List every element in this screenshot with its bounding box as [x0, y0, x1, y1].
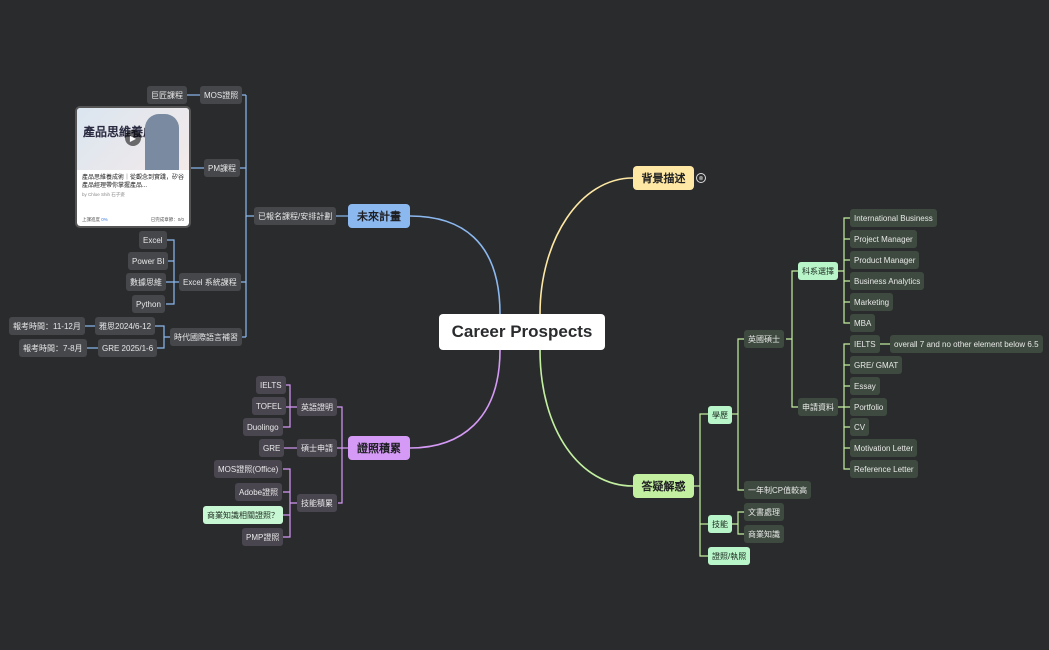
topic-business-knowledge[interactable]: 商業知識: [744, 525, 784, 543]
progress-label: 上課進度: [82, 217, 100, 222]
course-footer: 上課進度 0% 已完成章節：0/0: [82, 217, 184, 223]
topic-language-school[interactable]: 時代國際語言補習: [170, 328, 242, 346]
instructor-photo: [145, 114, 179, 170]
topic-gre-gmat[interactable]: GRE/ GMAT: [850, 356, 903, 374]
topic-business-cert[interactable]: 商業知識相關證照？: [203, 506, 283, 524]
topic-duolingo[interactable]: Duolingo: [243, 418, 283, 436]
topic-qa[interactable]: 答疑解惑: [633, 474, 694, 498]
topic-document-processing[interactable]: 文書處理: [744, 503, 784, 521]
topic-gre-exam-time[interactable]: 報考時間：7-8月: [19, 339, 87, 357]
topic-portfolio[interactable]: Portfolio: [850, 398, 888, 416]
topic-ielts-exam-time[interactable]: 報考時間：11-12月: [9, 317, 85, 335]
topic-mos-course[interactable]: 巨匠課程: [147, 86, 187, 104]
topic-skills[interactable]: 技能: [708, 515, 732, 533]
topic-marketing[interactable]: Marketing: [850, 293, 894, 311]
topic-essay[interactable]: Essay: [850, 377, 880, 395]
topic-ielts-requirement[interactable]: IELTS: [850, 335, 880, 353]
collapsed-count-icon[interactable]: ⊗: [696, 173, 706, 183]
topic-skills-accumulation[interactable]: 技能積累: [297, 494, 337, 512]
course-author: by Chloe Shih 石子姿: [82, 192, 125, 197]
topic-ielts-plan[interactable]: 雅思2024/6-12: [95, 317, 156, 335]
topic-mos[interactable]: MOS證照: [200, 86, 243, 104]
topic-adobe[interactable]: Adobe證照: [235, 483, 283, 501]
topic-excel-course[interactable]: Excel 系統課程: [179, 273, 241, 291]
topic-pmp[interactable]: PMP證照: [242, 528, 284, 546]
topic-application-materials[interactable]: 申請資料: [798, 398, 838, 416]
topic-education[interactable]: 學歷: [708, 406, 732, 424]
topic-project-manager[interactable]: Project Manager: [850, 230, 917, 248]
topic-one-year-program[interactable]: 一年制CP值較高: [744, 481, 812, 499]
topic-motivation-letter[interactable]: Motivation Letter: [850, 439, 918, 457]
topic-international-business[interactable]: International Business: [850, 209, 937, 227]
topic-product-manager[interactable]: Product Manager: [850, 251, 920, 269]
course-thumbnail: 產品思維養成術 ▶: [77, 108, 189, 170]
topic-certificates[interactable]: 證照積累: [348, 436, 410, 460]
topic-python[interactable]: Python: [132, 295, 165, 313]
topic-background[interactable]: 背景描述: [633, 166, 694, 190]
topic-power-bi[interactable]: Power BI: [128, 252, 169, 270]
course-card[interactable]: 產品思維養成術 ▶ 產品思維養成術｜從觀念到實踐，矽谷產品經理帶你掌握產品...…: [75, 106, 191, 228]
topic-ielts-score-note[interactable]: overall 7 and no other element below 6.5: [890, 335, 1043, 353]
topic-licenses[interactable]: 證照/執照: [708, 547, 751, 565]
root-topic[interactable]: Career Prospects: [439, 314, 605, 350]
progress-value: 0%: [101, 217, 108, 222]
topic-reference-letter[interactable]: Reference Letter: [850, 460, 918, 478]
topic-master-application[interactable]: 碩士申請: [297, 439, 337, 457]
topic-gre-cert[interactable]: GRE: [259, 439, 285, 457]
topic-ielts-cert[interactable]: IELTS: [256, 376, 286, 394]
topic-pm-course[interactable]: PM課程: [204, 159, 240, 177]
play-icon[interactable]: ▶: [125, 130, 141, 146]
topic-uk-master[interactable]: 英國碩士: [744, 330, 784, 348]
topic-english-proof[interactable]: 英語證明: [297, 398, 337, 416]
topic-business-analytics[interactable]: Business Analytics: [850, 272, 925, 290]
topic-enrolled-courses[interactable]: 已報名課程/安排計劃: [254, 207, 337, 225]
chapters-complete: 已完成章節：0/0: [150, 217, 184, 222]
topic-gre-plan[interactable]: GRE 2025/1-6: [98, 339, 158, 357]
topic-mba[interactable]: MBA: [850, 314, 876, 332]
topic-tofel[interactable]: TOFEL: [252, 397, 286, 415]
topic-mos-office[interactable]: MOS證照(Office): [214, 460, 283, 478]
topic-excel[interactable]: Excel: [139, 231, 167, 249]
topic-data-thinking[interactable]: 數據思維: [126, 273, 166, 291]
topic-cv[interactable]: CV: [850, 418, 870, 436]
course-description: 產品思維養成術｜從觀念到實踐，矽谷產品經理帶你掌握產品...: [82, 175, 185, 189]
topic-future-plan[interactable]: 未來計畫: [348, 204, 410, 228]
topic-department-choice[interactable]: 科系選擇: [798, 262, 838, 280]
